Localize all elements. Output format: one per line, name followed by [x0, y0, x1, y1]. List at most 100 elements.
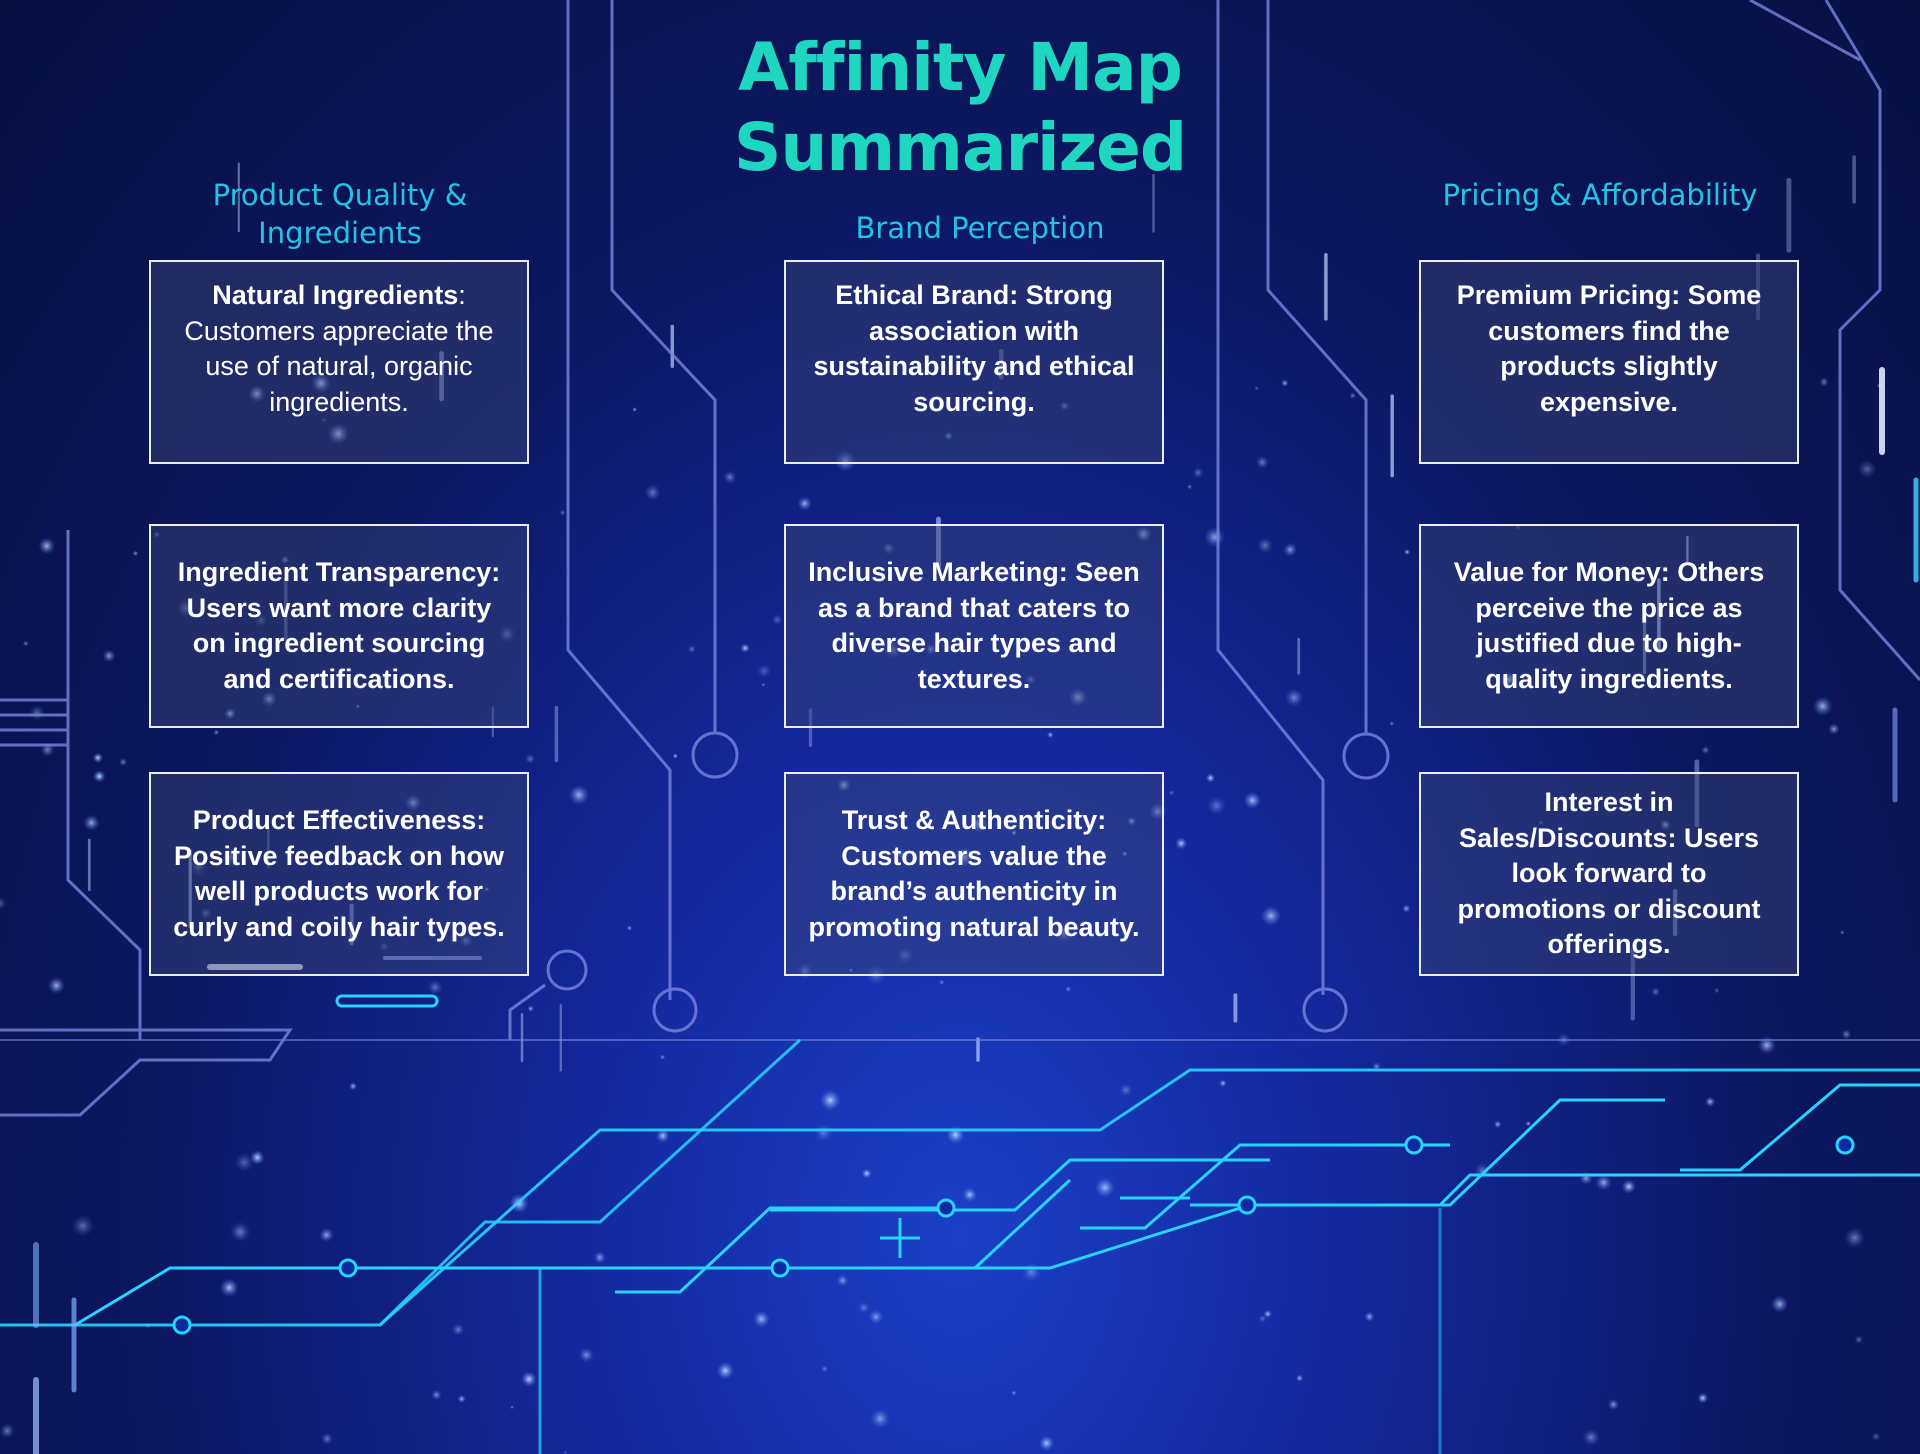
column-header-product-quality: Product Quality & Ingredients	[212, 178, 468, 250]
sparkle	[213, 729, 220, 736]
sparkle	[119, 757, 128, 767]
sparkle	[1474, 1162, 1491, 1180]
card-lead: Natural Ingredients	[212, 280, 459, 310]
sparkle	[521, 1371, 537, 1387]
sparkle	[132, 550, 139, 557]
sparkle	[355, 704, 361, 709]
sparkle	[498, 625, 516, 643]
sparkle	[1204, 527, 1225, 548]
sparkle	[687, 645, 696, 654]
sparkle	[771, 614, 783, 626]
sparkle	[962, 1187, 977, 1202]
sparkle	[1243, 791, 1262, 810]
sparkle	[756, 663, 772, 679]
sparkle	[1871, 1432, 1881, 1441]
card-text: Interest in Sales/Discounts: Users look …	[1457, 787, 1761, 960]
sparkle	[1595, 1174, 1612, 1191]
sparkle	[1206, 796, 1227, 816]
sparkle	[1094, 1177, 1116, 1198]
sparkle	[1493, 1120, 1502, 1129]
title-line-2: Summarized	[733, 109, 1187, 186]
sparkle	[655, 1128, 670, 1143]
sparkle	[1175, 837, 1188, 850]
sparkle	[1168, 789, 1175, 796]
sparkle	[559, 509, 566, 516]
sparkle	[954, 847, 975, 867]
card-text: Premium Pricing: Some customers find the…	[1456, 280, 1762, 417]
sparkle	[221, 846, 243, 868]
column-header-brand-perception: Brand Perception	[855, 211, 1105, 245]
sparkle	[29, 705, 45, 721]
sparkle	[819, 1089, 842, 1111]
sparkle	[473, 896, 479, 902]
sparkle	[404, 794, 422, 811]
sparkle	[458, 933, 474, 948]
sparkle	[48, 977, 65, 994]
sparkle	[1525, 1120, 1532, 1127]
sparkle	[525, 753, 535, 764]
sparkle	[38, 537, 56, 555]
sparkle	[716, 1361, 735, 1380]
sparkle	[255, 614, 268, 627]
sparkle	[319, 1227, 334, 1243]
sparkle	[814, 1123, 833, 1142]
sparkle	[1258, 1314, 1267, 1323]
sparkle	[349, 1082, 358, 1091]
sparkle	[579, 1347, 594, 1363]
sparkle	[220, 1278, 239, 1297]
sparkle	[868, 1309, 884, 1325]
sparkle	[248, 385, 266, 403]
sparkle	[882, 541, 895, 555]
sparkle	[280, 555, 290, 565]
sparkle	[321, 417, 327, 423]
sparkle	[1349, 392, 1356, 399]
sparkle	[1038, 1435, 1055, 1451]
sparkle	[1403, 548, 1411, 556]
sparkle	[1256, 537, 1274, 554]
sparkle	[848, 921, 854, 927]
sparkle	[837, 778, 851, 792]
sparkle	[1255, 455, 1269, 469]
sparkle	[1389, 721, 1395, 726]
sparkle	[1192, 467, 1204, 479]
sparkle	[321, 1432, 334, 1445]
sparkle	[1283, 542, 1298, 557]
sparkle	[1697, 1392, 1709, 1404]
sparkle	[1055, 924, 1073, 943]
sparkle	[72, 1214, 94, 1237]
sparkle	[1402, 904, 1411, 913]
sparkle	[915, 823, 920, 828]
card-ethical-brand: Ethical Brand: Strong association with s…	[784, 260, 1164, 464]
sparkle	[897, 947, 914, 964]
sparkle	[1021, 1262, 1041, 1282]
sparkle	[1364, 1311, 1375, 1322]
sparkle	[102, 649, 116, 663]
sparkle	[327, 423, 349, 445]
sparkle	[0, 1423, 15, 1439]
card-ingredient-transparency: Ingredient Transparency: Users want more…	[149, 524, 529, 728]
sparkle	[92, 752, 103, 763]
sparkle	[1119, 1083, 1133, 1097]
sparkle	[153, 531, 161, 538]
sparkle	[1500, 671, 1517, 688]
sparkle	[1582, 1428, 1600, 1447]
page-title: Affinity Map Summarized	[640, 28, 1280, 188]
sparkle	[834, 450, 857, 472]
card-text: Trust & Authenticity: Customers value th…	[808, 805, 1140, 942]
sparkle	[1701, 745, 1710, 755]
sparkle	[1011, 1390, 1017, 1396]
sparkle	[1819, 377, 1829, 387]
sparkle	[870, 1408, 891, 1429]
sparkle	[1607, 1398, 1619, 1411]
sparkle	[797, 496, 812, 511]
sparkle	[1127, 816, 1137, 826]
sparkle	[938, 979, 945, 986]
card-text: Ingredient Transparency: Users want more…	[177, 557, 501, 694]
sparkle	[944, 431, 953, 441]
sparkle	[189, 858, 207, 876]
sparkle	[509, 1405, 515, 1410]
sparkle	[1713, 987, 1720, 994]
card-product-effectiveness: Product Effectiveness: Positive feedback…	[149, 772, 529, 976]
sparkle	[1660, 819, 1671, 831]
card-text: Value for Money: Others perceive the pri…	[1453, 557, 1765, 694]
